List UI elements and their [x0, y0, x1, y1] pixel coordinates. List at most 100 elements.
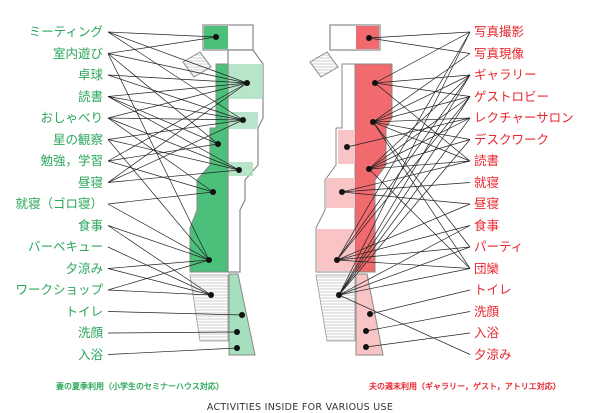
connection-line	[338, 268, 471, 296]
activity-point	[372, 80, 378, 86]
connection-line	[107, 96, 244, 121]
connection-line	[374, 74, 471, 84]
connection-line	[338, 96, 471, 296]
right-activity-label: パーティ	[474, 239, 524, 254]
connection-line	[107, 117, 214, 193]
connection-line	[107, 191, 214, 205]
right-activity-label: 夕涼み	[474, 346, 512, 362]
connection-line	[107, 31, 217, 38]
connection-line	[107, 31, 248, 84]
right-activity-label: ギャラリー	[474, 67, 537, 82]
connection-line	[336, 259, 471, 269]
connection-line	[107, 82, 248, 119]
connection-line	[338, 139, 471, 296]
connection-line	[368, 31, 471, 39]
connection-line	[338, 74, 471, 296]
connection-line	[107, 331, 238, 334]
activity-point	[334, 257, 340, 263]
connection-line	[107, 139, 210, 261]
activity-point	[208, 292, 214, 298]
connection-line	[338, 246, 471, 296]
right-activity-label: レクチャーサロン	[474, 110, 574, 125]
connection-line	[372, 74, 471, 123]
connection-lines	[107, 31, 471, 355]
connection-line	[107, 119, 244, 140]
connection-line	[107, 169, 240, 183]
right-activity-label: 入浴	[474, 325, 500, 340]
right-activity-label: 団欒	[474, 260, 500, 276]
connection-line	[107, 259, 210, 269]
activity-point	[234, 345, 240, 351]
connection-line	[107, 96, 240, 171]
connection-line	[107, 311, 243, 316]
connection-line	[374, 31, 471, 84]
connection-line	[107, 74, 248, 84]
left-activity-label: ワークショップ	[15, 282, 103, 297]
connection-line	[338, 117, 471, 296]
connection-line	[341, 182, 471, 193]
connection-line	[107, 119, 244, 183]
activity-point	[344, 144, 350, 150]
connection-line	[374, 82, 471, 97]
connection-line	[107, 143, 219, 162]
left-activity-label: 室内遊び	[52, 45, 103, 61]
activity-point	[215, 141, 221, 147]
connection-line	[365, 311, 471, 332]
connection-line	[107, 53, 219, 145]
left-activity-label: ミーティング	[28, 24, 103, 39]
connection-line	[365, 332, 471, 348]
connection-line	[338, 294, 471, 355]
connection-line	[336, 225, 471, 261]
diagram-footer-title: ACTIVITIES INSIDE FOR VARIOUS USE	[206, 402, 394, 413]
connection-line	[368, 160, 471, 170]
connection-line	[107, 246, 212, 296]
activity-point	[210, 189, 216, 195]
right-activity-label: トイレ	[474, 282, 512, 297]
left-plan-caption: 妻の夏季利用（小学生のセミナーハウス対応）	[56, 382, 224, 391]
left-activity-label: おしゃべり	[40, 110, 103, 125]
connection-line	[368, 168, 471, 269]
connection-line	[372, 117, 471, 123]
connection-line	[372, 121, 471, 140]
right-activity-label: 写真撮影	[474, 24, 525, 39]
activity-point	[363, 344, 369, 350]
left-activity-label: 星の観察	[52, 131, 103, 147]
connection-line	[336, 246, 471, 261]
connection-line	[372, 53, 471, 123]
connection-line	[341, 160, 471, 193]
activity-point	[363, 328, 369, 334]
connection-line	[374, 82, 471, 162]
connection-line	[338, 225, 471, 296]
connection-line	[107, 347, 238, 355]
connection-line	[372, 96, 471, 123]
connection-line	[107, 82, 248, 97]
connection-line	[368, 74, 471, 170]
connection-line	[107, 259, 210, 291]
activity-point	[336, 292, 342, 298]
connection-line	[107, 117, 240, 171]
connection-line	[107, 268, 212, 296]
connection-line	[341, 191, 471, 205]
connection-line	[336, 31, 471, 261]
connection-line	[338, 31, 471, 296]
connection-line	[107, 82, 248, 183]
connection-line	[107, 225, 212, 296]
activity-point	[239, 312, 245, 318]
left-activity-label: 洗顔	[77, 325, 103, 340]
connection-line	[107, 53, 210, 261]
activity-point	[206, 257, 212, 263]
connection-line	[107, 289, 212, 296]
left-activity-label: 勉強，学習	[40, 153, 103, 168]
right-activity-label: 食事	[474, 217, 500, 233]
left-activity-label: 夕涼み	[65, 260, 103, 276]
connection-line	[372, 121, 471, 269]
connection-line	[368, 37, 471, 54]
connection-line	[372, 121, 471, 162]
connection-line	[368, 139, 471, 170]
activity-point	[366, 35, 372, 41]
connection-line	[107, 36, 217, 54]
connection-line	[107, 203, 210, 261]
connection-line	[107, 74, 244, 121]
activity-point	[236, 167, 242, 173]
